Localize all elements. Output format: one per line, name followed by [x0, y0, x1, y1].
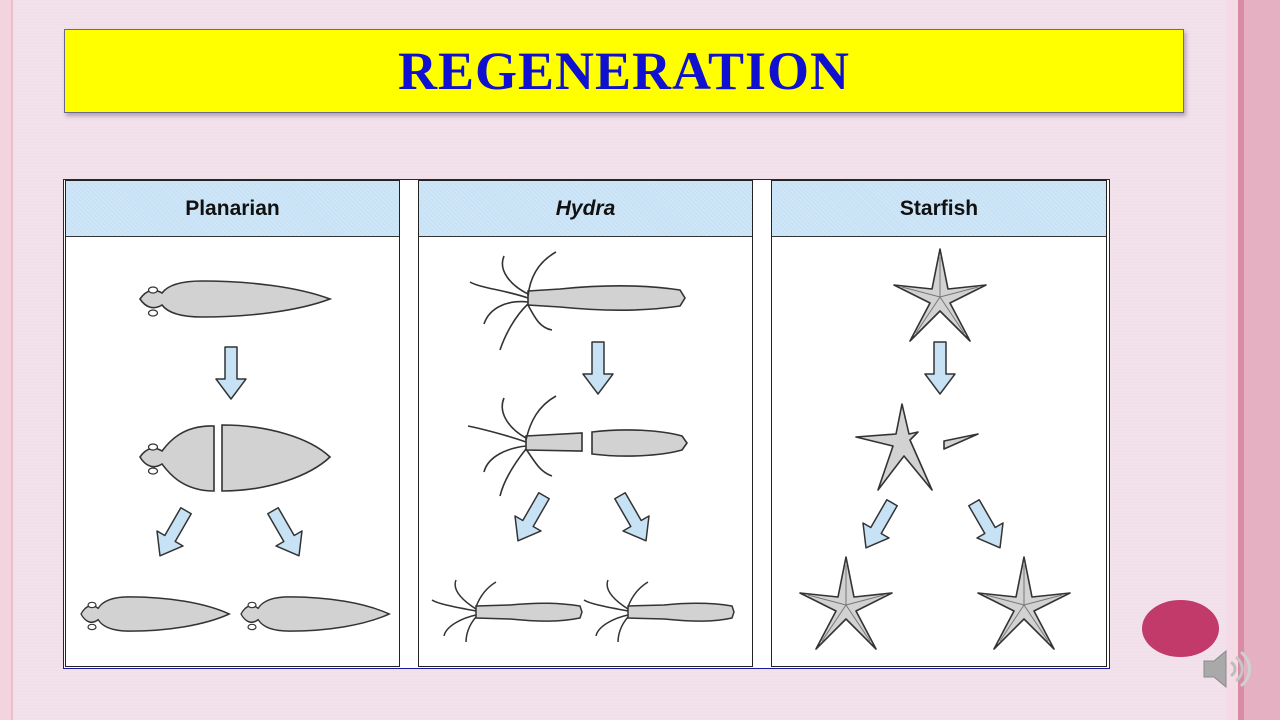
- slide-nav-button[interactable]: [1142, 600, 1219, 657]
- planarian-cut-pieces: [139, 424, 332, 492]
- panel-header-starfish: Starfish: [772, 181, 1106, 237]
- planarian-regenerated-2: [240, 596, 390, 632]
- slide-right-stripe-accent: [1238, 0, 1244, 720]
- title-banner: REGENERATION: [64, 29, 1184, 113]
- down-arrow-icon: [924, 341, 956, 395]
- hydra-regenerated-1: [431, 579, 583, 643]
- slide-right-stripe: [1226, 0, 1238, 720]
- panel-planarian: Planarian: [65, 180, 400, 667]
- diagonal-arrow-icon: [852, 494, 906, 557]
- hydra-regenerated-2: [583, 579, 735, 643]
- diagonal-arrow-icon: [504, 487, 558, 550]
- hydra-whole: [469, 251, 686, 351]
- planarian-regenerated-1: [80, 596, 230, 632]
- panel-hydra: Hydra: [418, 180, 753, 667]
- diagonal-arrow-icon: [960, 494, 1014, 557]
- planarian-whole: [139, 280, 331, 318]
- starfish-whole: [893, 248, 987, 342]
- slide-right-stripe-outer: [1244, 0, 1280, 720]
- speaker-icon[interactable]: [1198, 643, 1258, 695]
- down-arrow-icon: [582, 341, 614, 395]
- starfish-regenerated-1: [799, 556, 893, 650]
- starfish-regenerated-2: [977, 556, 1071, 650]
- slide-left-border: [0, 0, 13, 720]
- diagonal-arrow-icon: [606, 487, 660, 550]
- panel-header-hydra: Hydra: [419, 181, 752, 237]
- diagonal-arrow-icon: [146, 502, 200, 565]
- hydra-cut-pieces: [467, 395, 688, 497]
- down-arrow-icon: [215, 346, 247, 400]
- diagonal-arrow-icon: [259, 502, 313, 565]
- panel-header-planarian: Planarian: [66, 181, 399, 237]
- page-title: REGENERATION: [397, 41, 851, 101]
- starfish-cut-pieces: [855, 403, 979, 491]
